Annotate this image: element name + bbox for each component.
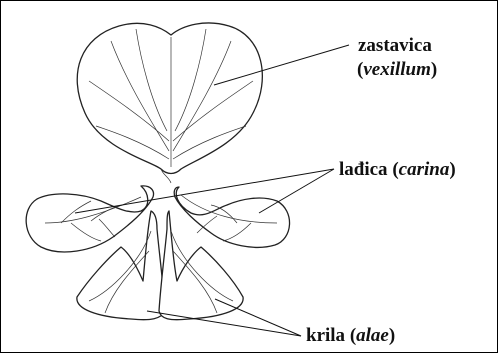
carina-name: lađica: [339, 159, 388, 180]
carina-petal-left: [26, 186, 153, 252]
alae-leader-line-left: [147, 311, 301, 336]
carina-latin-term: carina: [399, 159, 450, 180]
alae-name: krila: [306, 325, 345, 346]
vexillum-label-latin: (vexillum): [357, 59, 437, 81]
carina-label: lađica (carina): [339, 159, 456, 181]
alae-label: krila (alae): [306, 325, 395, 347]
vexillum-petal: [77, 23, 262, 183]
vexillum-label-name: zastavica: [358, 35, 432, 57]
carina-petal-right: [174, 187, 289, 247]
alae-latin-term: alae: [356, 325, 389, 346]
alae-leader-line-right: [215, 299, 301, 336]
vexillum-latin-term: vexillum: [363, 59, 431, 80]
carina-leader-line-left: [75, 169, 334, 213]
